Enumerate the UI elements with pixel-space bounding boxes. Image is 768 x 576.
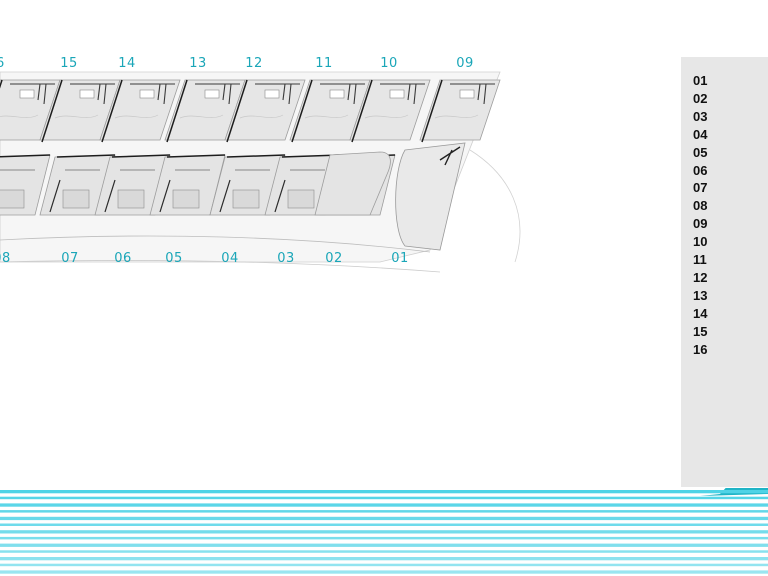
legend-item: 04 [693,126,708,142]
unit-top [419,79,501,143]
unit-bottom-end [314,151,391,216]
stripe-line [0,570,768,574]
plot-number-02: 02 [325,251,343,266]
right-coast-line [469,149,521,263]
legend-item: 06 [693,162,708,178]
stripe-line [0,543,768,547]
stripe-line [0,550,768,553]
road-curve [0,235,431,253]
plot-number-10: 10 [380,56,398,71]
legend-item: 07 [693,180,708,196]
bottom-row-units [0,151,396,216]
plot-number-04: 04 [221,251,239,266]
legend-item: 14 [693,305,708,321]
plot-number-11: 11 [315,56,333,71]
unit-top [349,79,431,143]
decorative-stripes [0,488,768,574]
top-row-units [0,79,501,143]
stripe-line [0,516,768,521]
unit-top [289,79,371,143]
unit-top [224,79,306,143]
plot-number-15: 15 [60,56,78,71]
unit-bottom [149,154,226,216]
plot-01-wall [439,146,461,166]
plot-number-09: 09 [456,56,474,71]
stripe-line [0,557,768,561]
legend-item: 13 [693,287,708,303]
stripe-line [0,490,768,494]
unit-top [39,79,121,143]
stripe-line [0,496,768,500]
legend-item: 02 [693,90,708,106]
legend-item: 01 [693,73,708,88]
plot-number-08: 08 [0,251,11,266]
plot-number-13: 13 [189,56,207,71]
legend-item: 03 [693,108,708,124]
stripe-line [0,536,768,540]
stripe-line [0,510,768,513]
legend-item: 12 [693,269,708,285]
unit-top [99,79,181,143]
stripe-line [0,563,768,567]
legend-item: 15 [693,323,708,339]
unit-bottom [209,154,286,216]
plot-01-shape [395,142,466,251]
road-curve-outer [0,260,441,273]
plot-number-07: 07 [61,251,79,266]
legend-item: 05 [693,144,708,160]
stripe-line [0,523,768,526]
plot-number-14: 14 [118,56,136,71]
unit-top [164,79,246,143]
legend-item: 08 [693,198,708,214]
plot-number-06: 06 [114,251,132,266]
legend-item: 16 [693,341,708,357]
plot-number-03: 03 [277,251,295,266]
plot-number-01: 01 [391,251,409,266]
stripe-line [0,503,768,507]
plot-number-16: 16 [0,56,5,71]
plot-number-05: 05 [165,251,183,266]
legend-item: 11 [693,252,707,268]
legend-item: 09 [693,216,708,232]
stripe-line [0,530,768,534]
plot-number-12: 12 [245,56,263,71]
legend-item: 10 [693,234,708,250]
unit-bottom [0,154,51,216]
